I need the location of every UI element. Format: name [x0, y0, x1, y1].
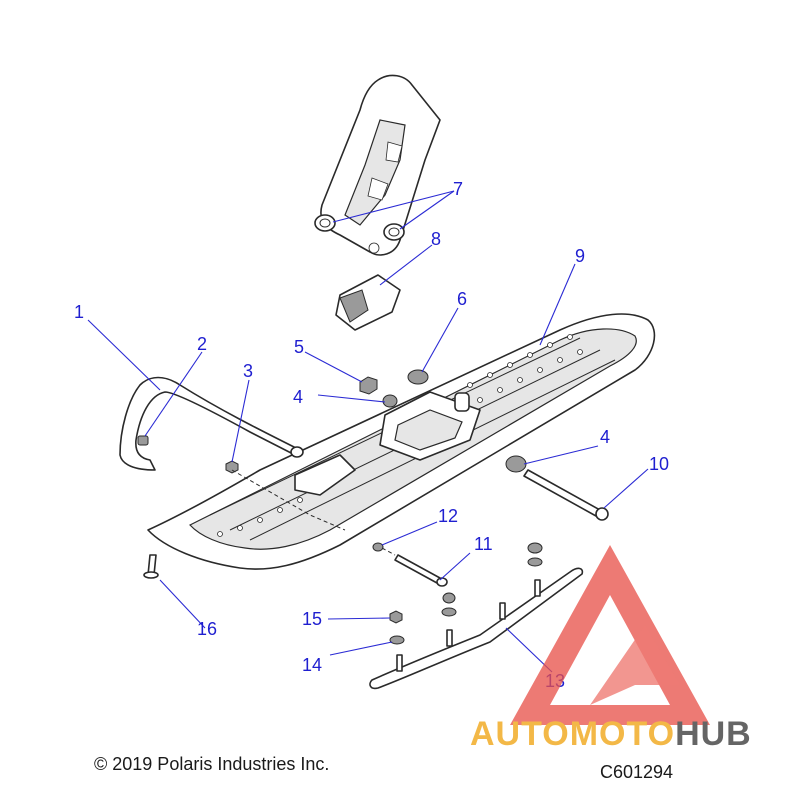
ski-handle — [119, 376, 304, 471]
callout-14: 14 — [302, 655, 322, 675]
assembly-line-nut — [231, 469, 346, 531]
runner-nut — [389, 610, 403, 624]
callout-10: 10 — [649, 454, 669, 474]
spindle-stopper — [335, 274, 401, 331]
watermark-text-secondary: HUB — [675, 715, 752, 753]
copyright-notice: © 2019 Polaris Industries Inc. — [94, 754, 330, 774]
callout-labels: 1 2 3 4 4 5 6 7 8 9 10 11 12 13 14 15 16 — [74, 179, 669, 691]
callout-2: 2 — [197, 334, 207, 354]
callout-6: 6 — [457, 289, 467, 309]
callout-4-upper: 4 — [293, 387, 303, 407]
small-washer — [372, 542, 384, 552]
carbide-bolt — [394, 554, 448, 587]
callout-3: 3 — [243, 361, 253, 381]
callout-1: 1 — [74, 302, 84, 322]
callout-4-lower: 4 — [600, 427, 610, 447]
washer-lower — [505, 455, 527, 473]
leader-lines — [87, 190, 649, 673]
handle-nut — [137, 435, 149, 446]
callout-8: 8 — [431, 229, 441, 249]
mount-nut — [359, 376, 378, 395]
watermark-text-auto: AUTOMOTOHUB — [470, 715, 752, 753]
callout-11: 11 — [474, 534, 493, 554]
watermark-text-primary: AUTOMOTO — [470, 715, 675, 753]
automotohub-watermark: AUTOMOTOHUB — [470, 545, 752, 753]
callout-9: 9 — [575, 246, 585, 266]
callout-5: 5 — [294, 337, 304, 357]
runner-washer — [389, 635, 405, 645]
watermark-triangle-icon — [510, 545, 710, 725]
callout-12: 12 — [438, 506, 458, 526]
carbide-runner — [369, 542, 584, 690]
figure-number: C601294 — [600, 762, 674, 782]
callout-16: 16 — [197, 619, 217, 639]
spindle-bushings — [314, 214, 405, 241]
ski-nut — [225, 460, 239, 474]
assembly-line-washer — [381, 547, 396, 556]
runner-pin — [143, 554, 159, 579]
pivot-washer — [407, 369, 429, 385]
callout-15: 15 — [302, 609, 322, 629]
washer-upper — [382, 394, 398, 408]
spindle — [320, 74, 441, 256]
ski-body — [147, 313, 656, 570]
callout-7: 7 — [453, 179, 463, 199]
through-bolt — [523, 469, 609, 521]
